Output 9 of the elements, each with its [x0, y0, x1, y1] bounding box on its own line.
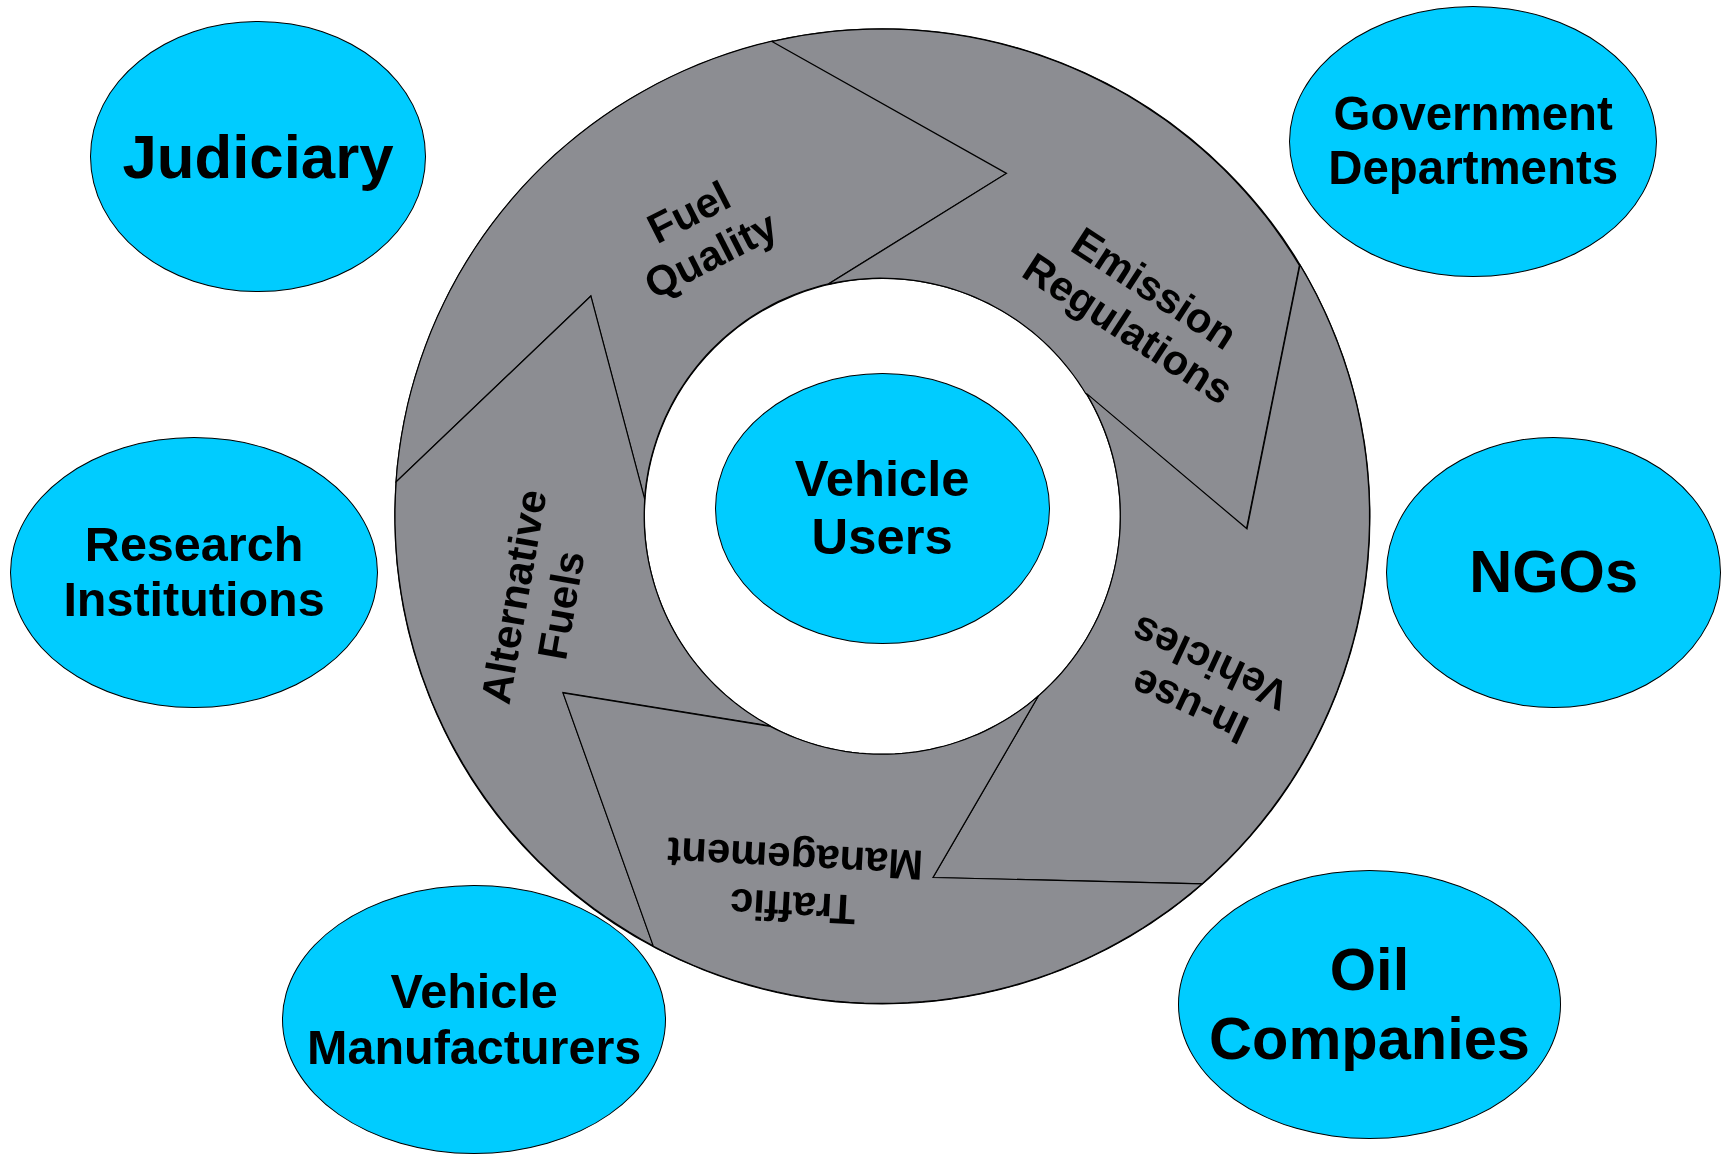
segment-label: Alternative Fuels: [470, 484, 595, 710]
node-label: Government Departments: [1327, 86, 1620, 196]
node-label: Research Institutions: [62, 516, 326, 629]
node-label: Judiciary: [122, 121, 394, 193]
node-label: NGOs: [1469, 538, 1638, 607]
segment-label: Traffic Management: [665, 827, 926, 936]
node-label: Oil Companies: [1208, 936, 1531, 1073]
node-label: Vehicle Users: [793, 450, 971, 567]
node-label: Vehicle Manufacturers: [306, 964, 643, 1076]
